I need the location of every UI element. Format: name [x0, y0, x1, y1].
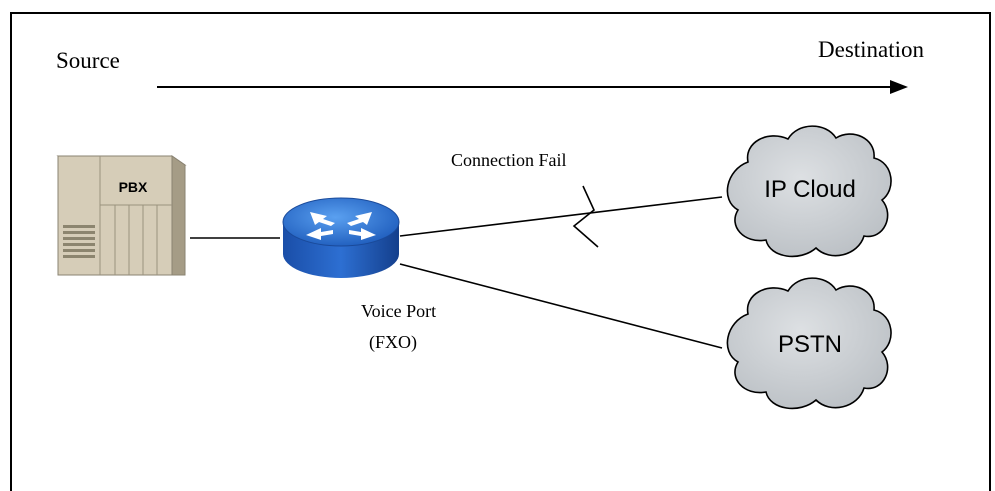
- connection-break-icon: [572, 185, 599, 248]
- pstn-cloud-icon: PSTN: [726, 277, 892, 410]
- ip-cloud-label: IP Cloud: [764, 176, 856, 203]
- diagram-frame: [10, 12, 991, 491]
- fxo-label: (FXO): [369, 332, 417, 352]
- destination-label: Destination: [818, 37, 925, 62]
- link-router-pstn: [399, 263, 723, 349]
- link-router-ip-cloud: [399, 196, 723, 237]
- pstn-label: PSTN: [778, 331, 842, 358]
- pbx-label: PBX: [119, 179, 148, 195]
- voice-port-label: Voice Port: [361, 301, 437, 321]
- direction-arrow: [157, 80, 908, 94]
- pbx-icon: PBX: [56, 155, 187, 276]
- ip-cloud-icon: IP Cloud: [726, 125, 892, 258]
- source-label: Source: [56, 48, 120, 73]
- connection-fail-label: Connection Fail: [451, 150, 567, 170]
- router-icon: [282, 197, 400, 278]
